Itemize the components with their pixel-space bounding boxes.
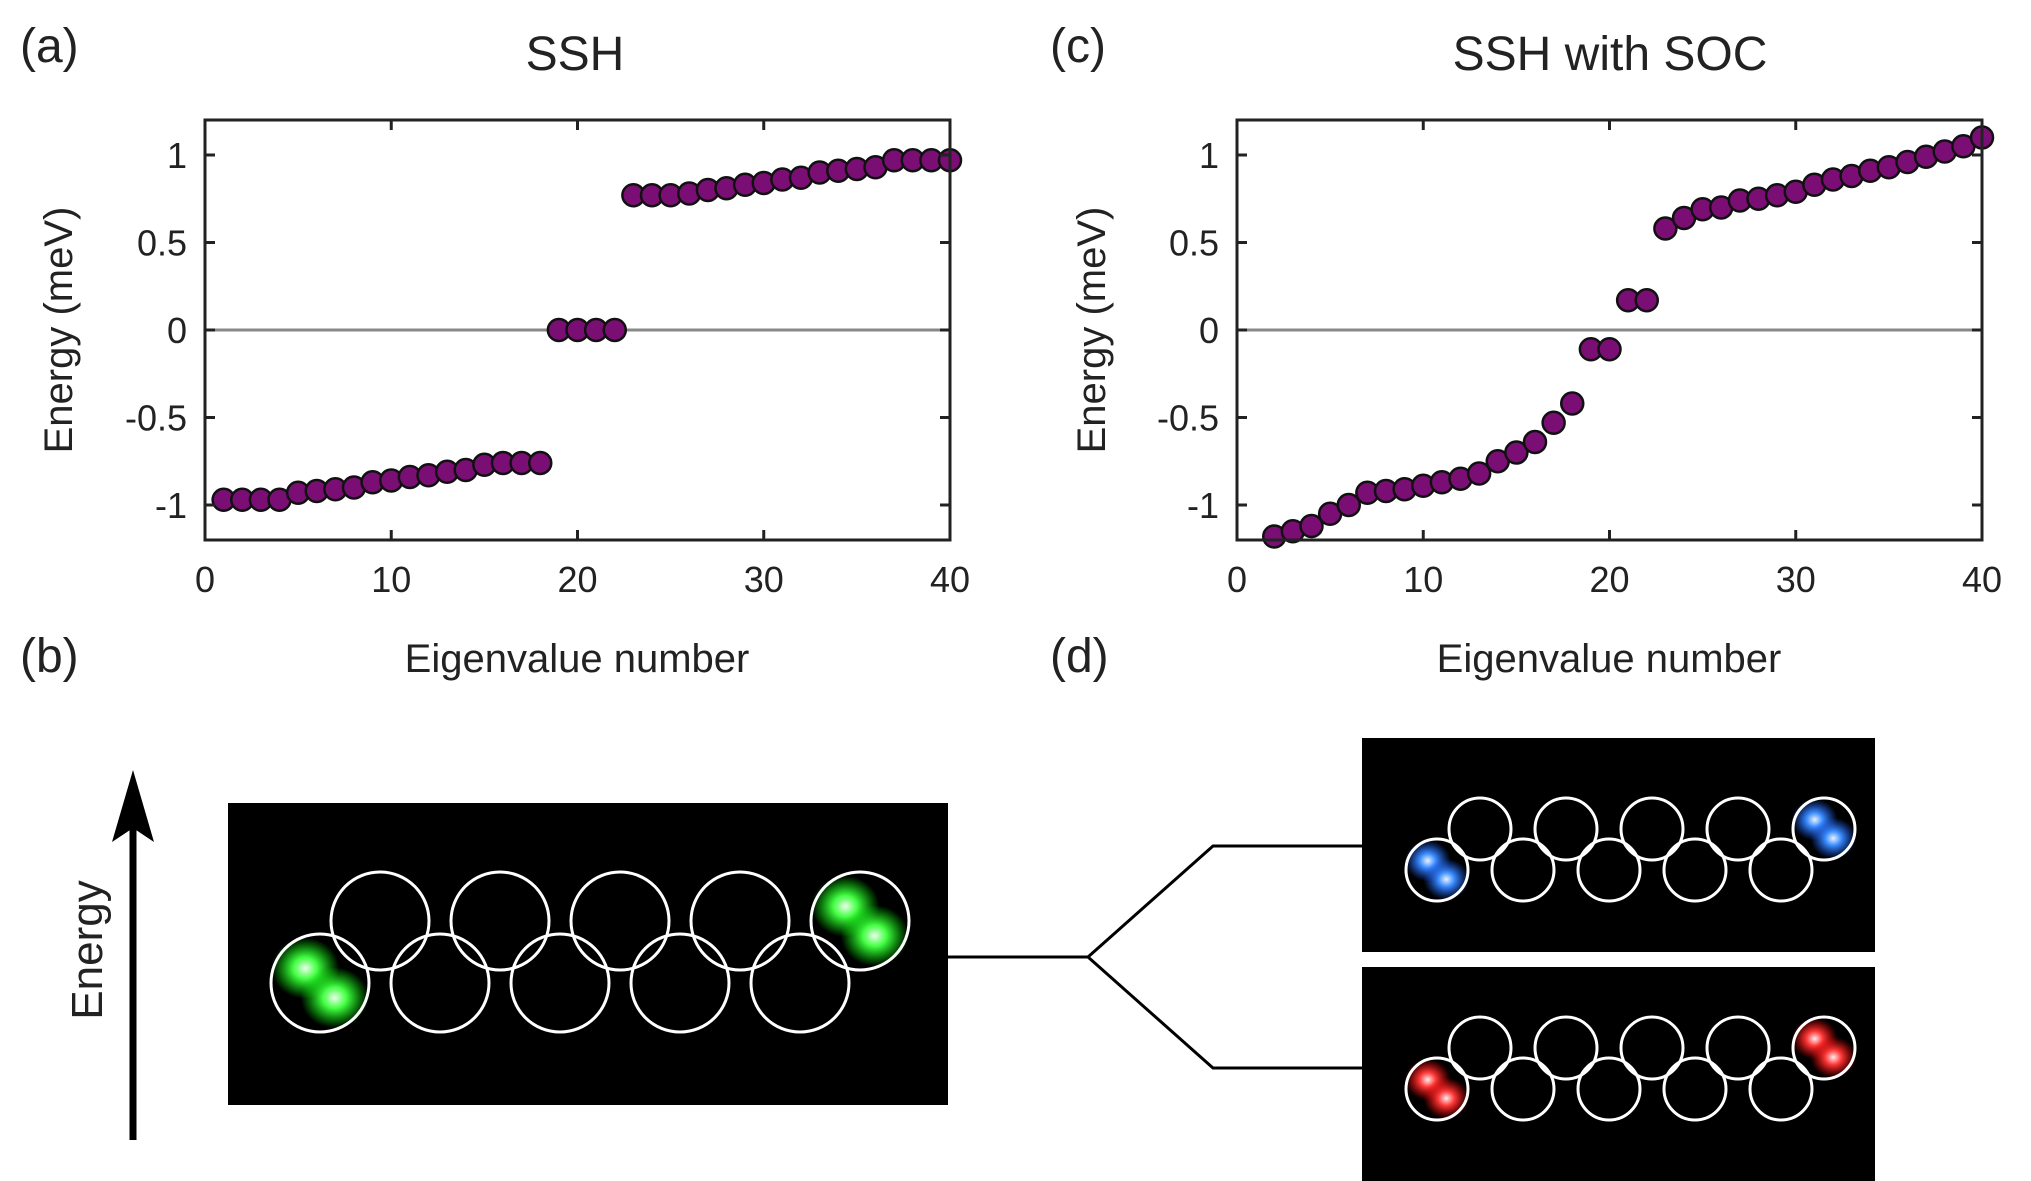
edge-state-glow xyxy=(1423,1077,1470,1120)
y-tick-label: 0 xyxy=(1199,310,1219,351)
site-ring xyxy=(1490,1056,1556,1122)
site-ring xyxy=(1447,1015,1513,1081)
panel-label-c: (c) xyxy=(1050,20,1106,73)
data-point xyxy=(1653,216,1678,241)
data-point xyxy=(1597,337,1622,362)
panel-label-d: (d) xyxy=(1050,630,1109,683)
site-ring xyxy=(1791,1015,1857,1081)
y-tick-label: 0.5 xyxy=(1169,223,1219,264)
site-ring xyxy=(569,870,671,972)
chart-title: SSH xyxy=(526,28,625,81)
ssh-edge-state-image xyxy=(228,803,948,1105)
site-ring xyxy=(1748,837,1814,903)
site-ring xyxy=(1404,837,1470,903)
edge-state-glow xyxy=(840,905,909,967)
y-tick-label: -0.5 xyxy=(125,398,187,439)
y-tick-label: -1 xyxy=(1187,485,1219,526)
soc-lower-state-image xyxy=(1362,967,1875,1181)
data-point xyxy=(1541,410,1566,435)
energy-arrow: Energy xyxy=(63,770,154,1140)
data-point xyxy=(1336,492,1361,518)
data-point xyxy=(602,317,627,343)
site-ring xyxy=(449,870,551,972)
data-point xyxy=(1504,440,1529,465)
site-ring xyxy=(1705,796,1771,862)
site-ring xyxy=(1576,1056,1642,1122)
chart-ssh: SSH 0 10 20 30 40 1 0.5 0 -0.5 -1 Eigenvalue numb… xyxy=(37,28,970,681)
edge-state-glow xyxy=(1423,858,1470,900)
site-ring xyxy=(1662,1056,1728,1122)
x-axis-label: Eigenvalue number xyxy=(405,637,750,681)
panel-label-b: (b) xyxy=(20,630,79,683)
panel-label-a: (a) xyxy=(20,20,79,73)
site-ring xyxy=(1662,837,1728,903)
site-ring xyxy=(1533,1015,1599,1081)
site-ring xyxy=(389,932,491,1034)
site-ring xyxy=(1404,1056,1470,1122)
edge-state-glow xyxy=(1810,1036,1857,1079)
y-tick-label: 1 xyxy=(167,135,187,176)
y-tick-label: 0.5 xyxy=(137,223,187,264)
chart-title: SSH with SOC xyxy=(1453,28,1768,81)
x-axis-label: Eigenvalue number xyxy=(1437,637,1782,681)
site-ring xyxy=(1705,1015,1771,1081)
site-ring xyxy=(1748,1056,1814,1122)
site-ring xyxy=(1791,796,1857,862)
chart-ssh-with-soc: SSH with SOC 0 10 20 30 40 1 0.5 0 -0.5 -1 Eigenv… xyxy=(1070,28,2002,681)
site-ring xyxy=(1619,796,1685,862)
x-tick-label: 10 xyxy=(1403,559,1443,600)
x-tick-label: 20 xyxy=(557,559,597,600)
y-tick-label: 0 xyxy=(167,310,187,351)
site-ring xyxy=(1533,796,1599,862)
x-tick-label: 0 xyxy=(195,559,215,600)
data-point xyxy=(1634,288,1659,313)
edge-state-glow xyxy=(300,967,369,1029)
y-axis-label: Energy (meV) xyxy=(1070,207,1114,454)
site-ring xyxy=(809,870,911,972)
site-ring xyxy=(1490,837,1556,903)
x-tick-label: 40 xyxy=(1962,559,2002,600)
x-tick-label: 30 xyxy=(1776,559,1816,600)
data-point xyxy=(528,450,553,476)
site-ring xyxy=(1447,796,1513,862)
site-ring xyxy=(509,932,611,1034)
x-tick-label: 30 xyxy=(744,559,784,600)
y-tick-label: -0.5 xyxy=(1157,398,1219,439)
data-point xyxy=(1466,461,1492,486)
site-ring xyxy=(1576,837,1642,903)
data-point xyxy=(1299,513,1324,539)
data-point xyxy=(1522,429,1548,455)
edge-state-glow xyxy=(1810,817,1857,859)
soc-upper-state-image xyxy=(1362,738,1875,952)
y-tick-label: 1 xyxy=(1199,135,1219,176)
site-ring xyxy=(689,870,791,972)
site-ring xyxy=(749,932,851,1034)
x-tick-label: 0 xyxy=(1227,559,1247,600)
y-tick-label: -1 xyxy=(155,485,187,526)
energy-splitting-lines xyxy=(948,844,1362,1070)
data-point xyxy=(1560,391,1585,416)
x-tick-label: 20 xyxy=(1589,559,1629,600)
energy-axis-label: Energy xyxy=(63,880,112,1019)
y-axis-label: Energy (meV) xyxy=(37,207,81,454)
x-tick-label: 40 xyxy=(930,559,970,600)
x-tick-label: 10 xyxy=(371,559,411,600)
site-ring xyxy=(1619,1015,1685,1081)
site-ring xyxy=(269,932,371,1034)
site-ring xyxy=(629,932,731,1034)
site-ring xyxy=(329,870,431,972)
